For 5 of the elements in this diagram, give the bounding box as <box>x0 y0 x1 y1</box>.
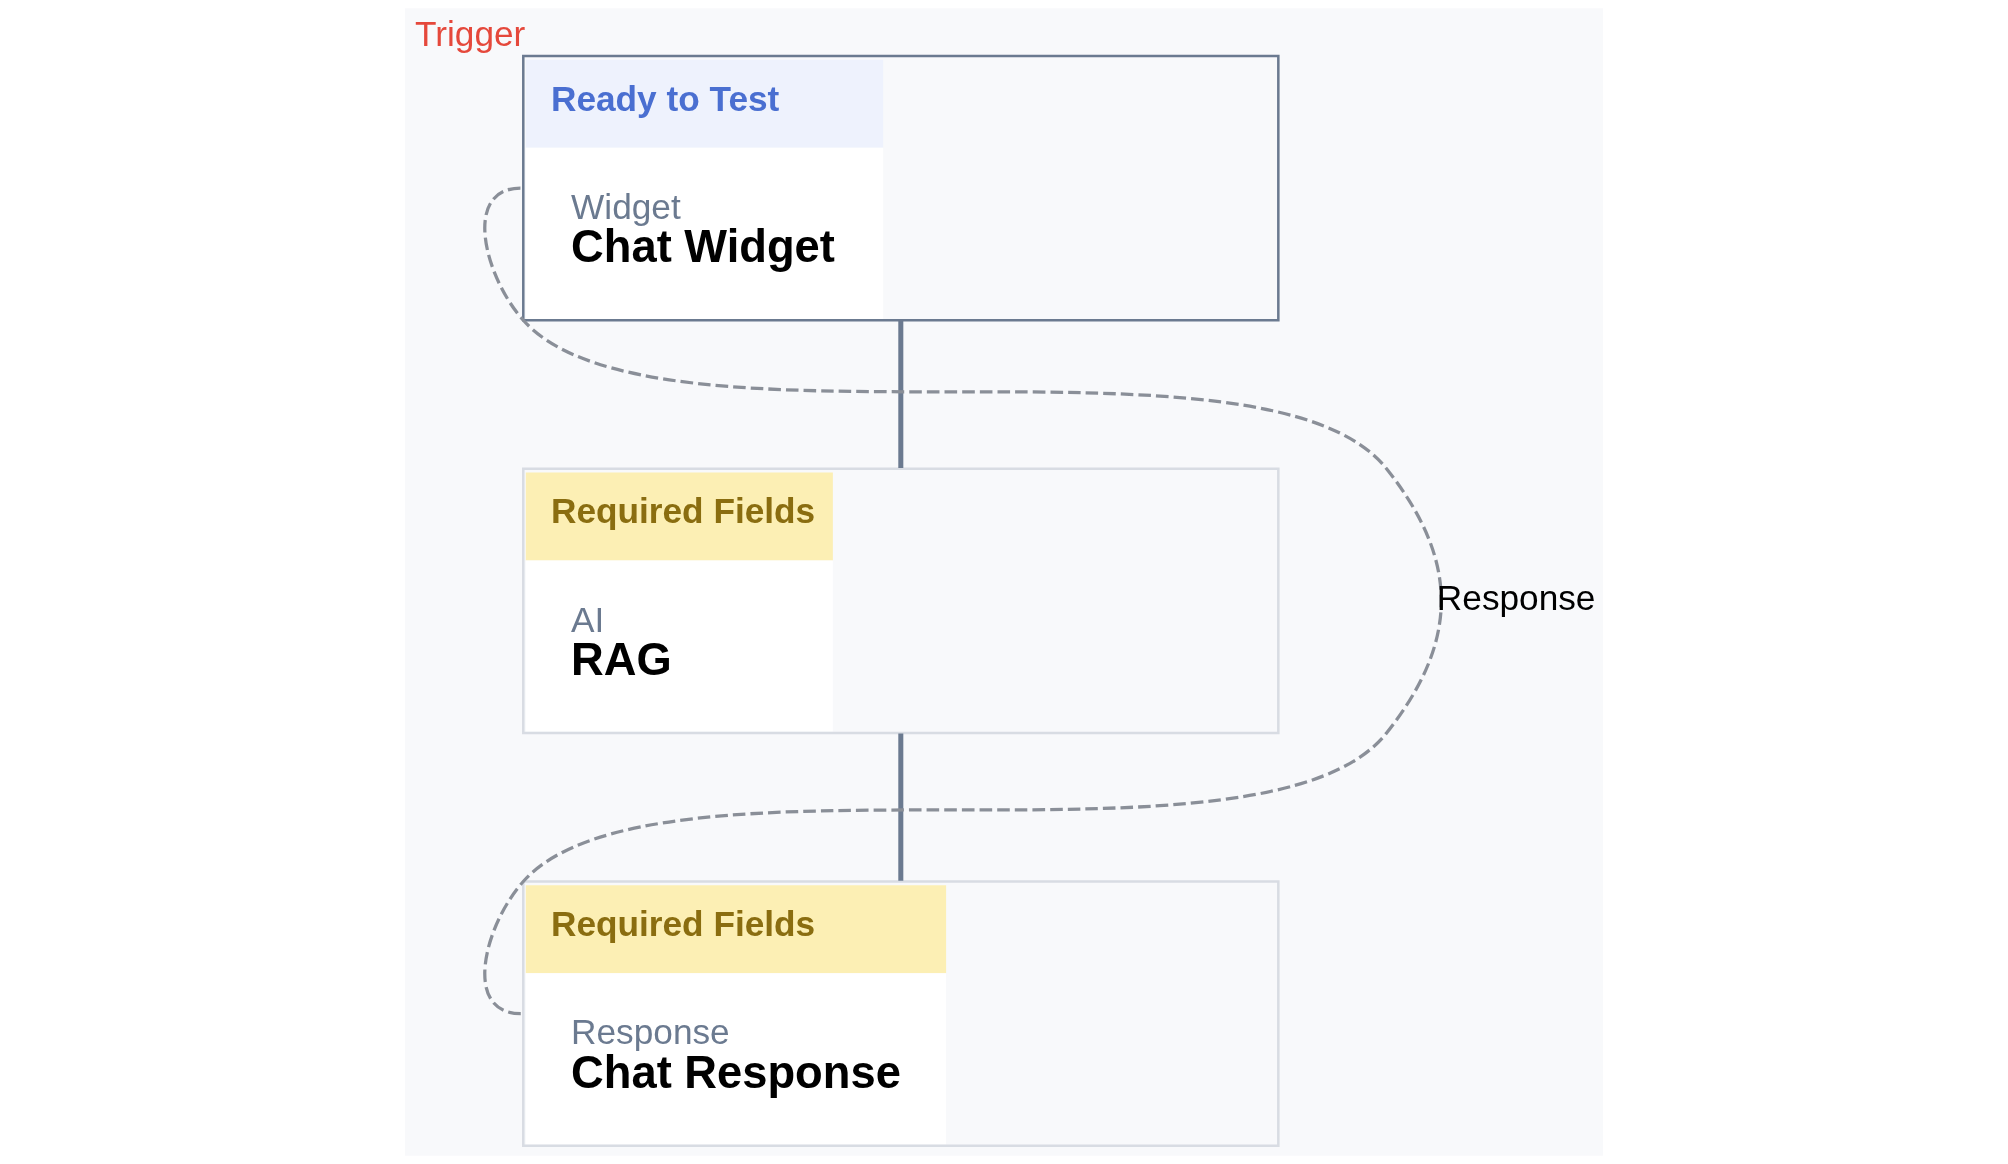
connector <box>898 733 904 881</box>
edge-label: Response <box>1436 578 1596 618</box>
node-label: Trigger <box>415 14 526 54</box>
connector <box>484 186 1442 1016</box>
connector <box>898 320 904 469</box>
